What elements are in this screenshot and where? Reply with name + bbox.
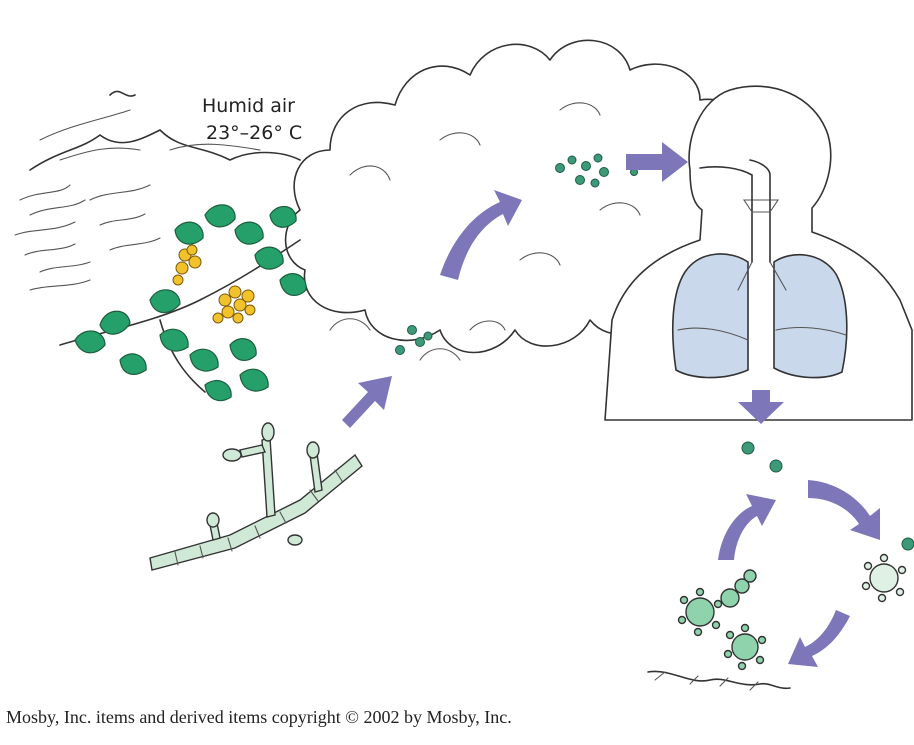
copyright-caption: Mosby, Inc. items and derived items copy… — [6, 707, 906, 728]
arrow-cycle-up — [718, 494, 776, 560]
left-lung — [673, 254, 748, 378]
yeast-cell — [725, 625, 766, 670]
hyphae-mycelium — [150, 423, 362, 570]
yeast-cell — [863, 555, 906, 602]
humid-air-label: Humid air — [202, 97, 295, 116]
arrow-cycle-right — [808, 480, 880, 540]
yeast-cell — [679, 589, 722, 636]
arrow-cycle-down — [788, 610, 850, 667]
budding-yeast — [721, 570, 756, 607]
temperature-label: 23°–26° C — [206, 124, 302, 143]
right-lung — [774, 255, 847, 378]
arrow-hyphae-to-air — [342, 376, 392, 428]
ground-scribble — [648, 671, 790, 690]
plant-with-flowers — [60, 205, 306, 401]
yeast-forms — [679, 555, 906, 670]
